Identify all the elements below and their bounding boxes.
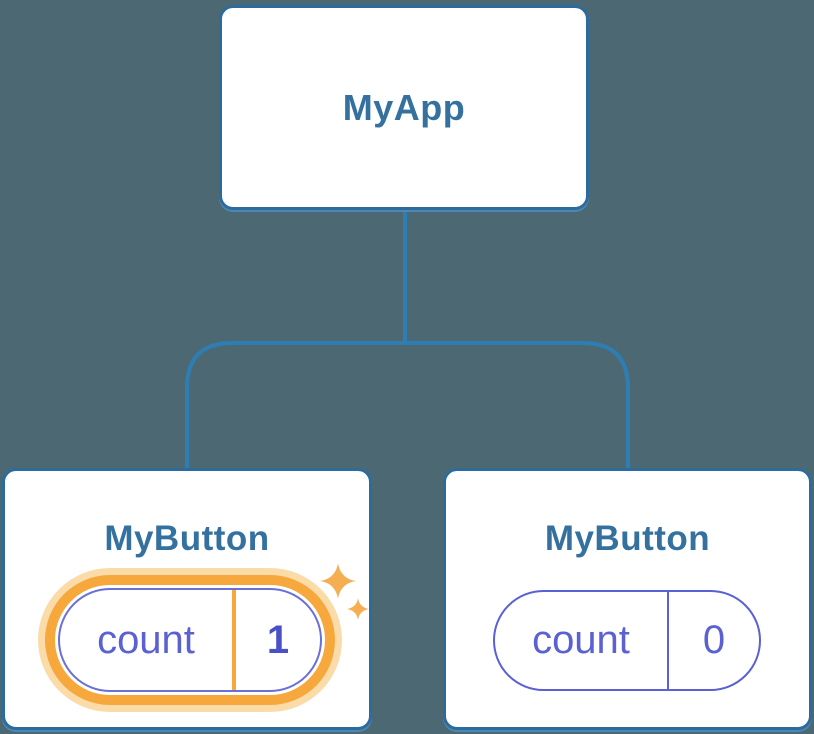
pill-divider: [232, 590, 236, 690]
node-label: MyButton: [544, 519, 711, 558]
node-label: MyButton: [104, 519, 270, 558]
sparkle-icon: [320, 563, 369, 620]
node-label: MyApp: [342, 86, 466, 128]
sparkle-large: [320, 563, 356, 599]
state-value: 1: [266, 617, 290, 662]
state-pill-highlighted: count 1: [58, 588, 322, 692]
tree-node-mybutton-left: MyButton count 1: [2, 468, 372, 730]
tree-node-myapp: MyApp: [219, 5, 589, 210]
connector-branch-bracket: [185, 341, 630, 471]
state-pill: count 0: [493, 590, 761, 691]
state-key: count: [97, 617, 195, 662]
pill-divider: [667, 592, 669, 689]
state-value: 0: [702, 618, 726, 662]
sparkle-small: [347, 598, 369, 620]
state-key: count: [532, 618, 630, 662]
tree-node-mybutton-right: MyButton count 0: [443, 468, 812, 730]
